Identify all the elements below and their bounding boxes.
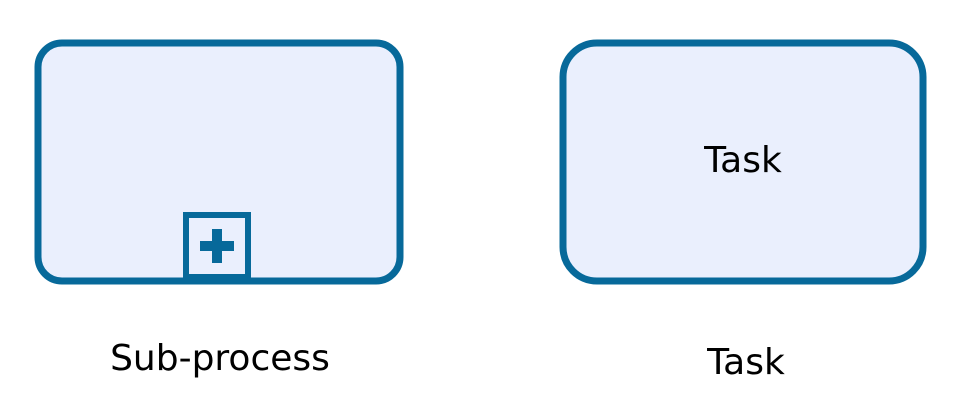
plus-glyph xyxy=(200,229,234,263)
task-inner-label: Task xyxy=(703,140,782,181)
task-caption: Task xyxy=(707,342,785,383)
plus-icon xyxy=(183,212,251,280)
subprocess-caption: Sub-process xyxy=(110,338,330,379)
subprocess-body[interactable] xyxy=(34,39,404,285)
subprocess-shape[interactable] xyxy=(34,39,404,285)
task-body[interactable] xyxy=(559,39,927,285)
task-shape[interactable]: Task xyxy=(559,39,927,285)
